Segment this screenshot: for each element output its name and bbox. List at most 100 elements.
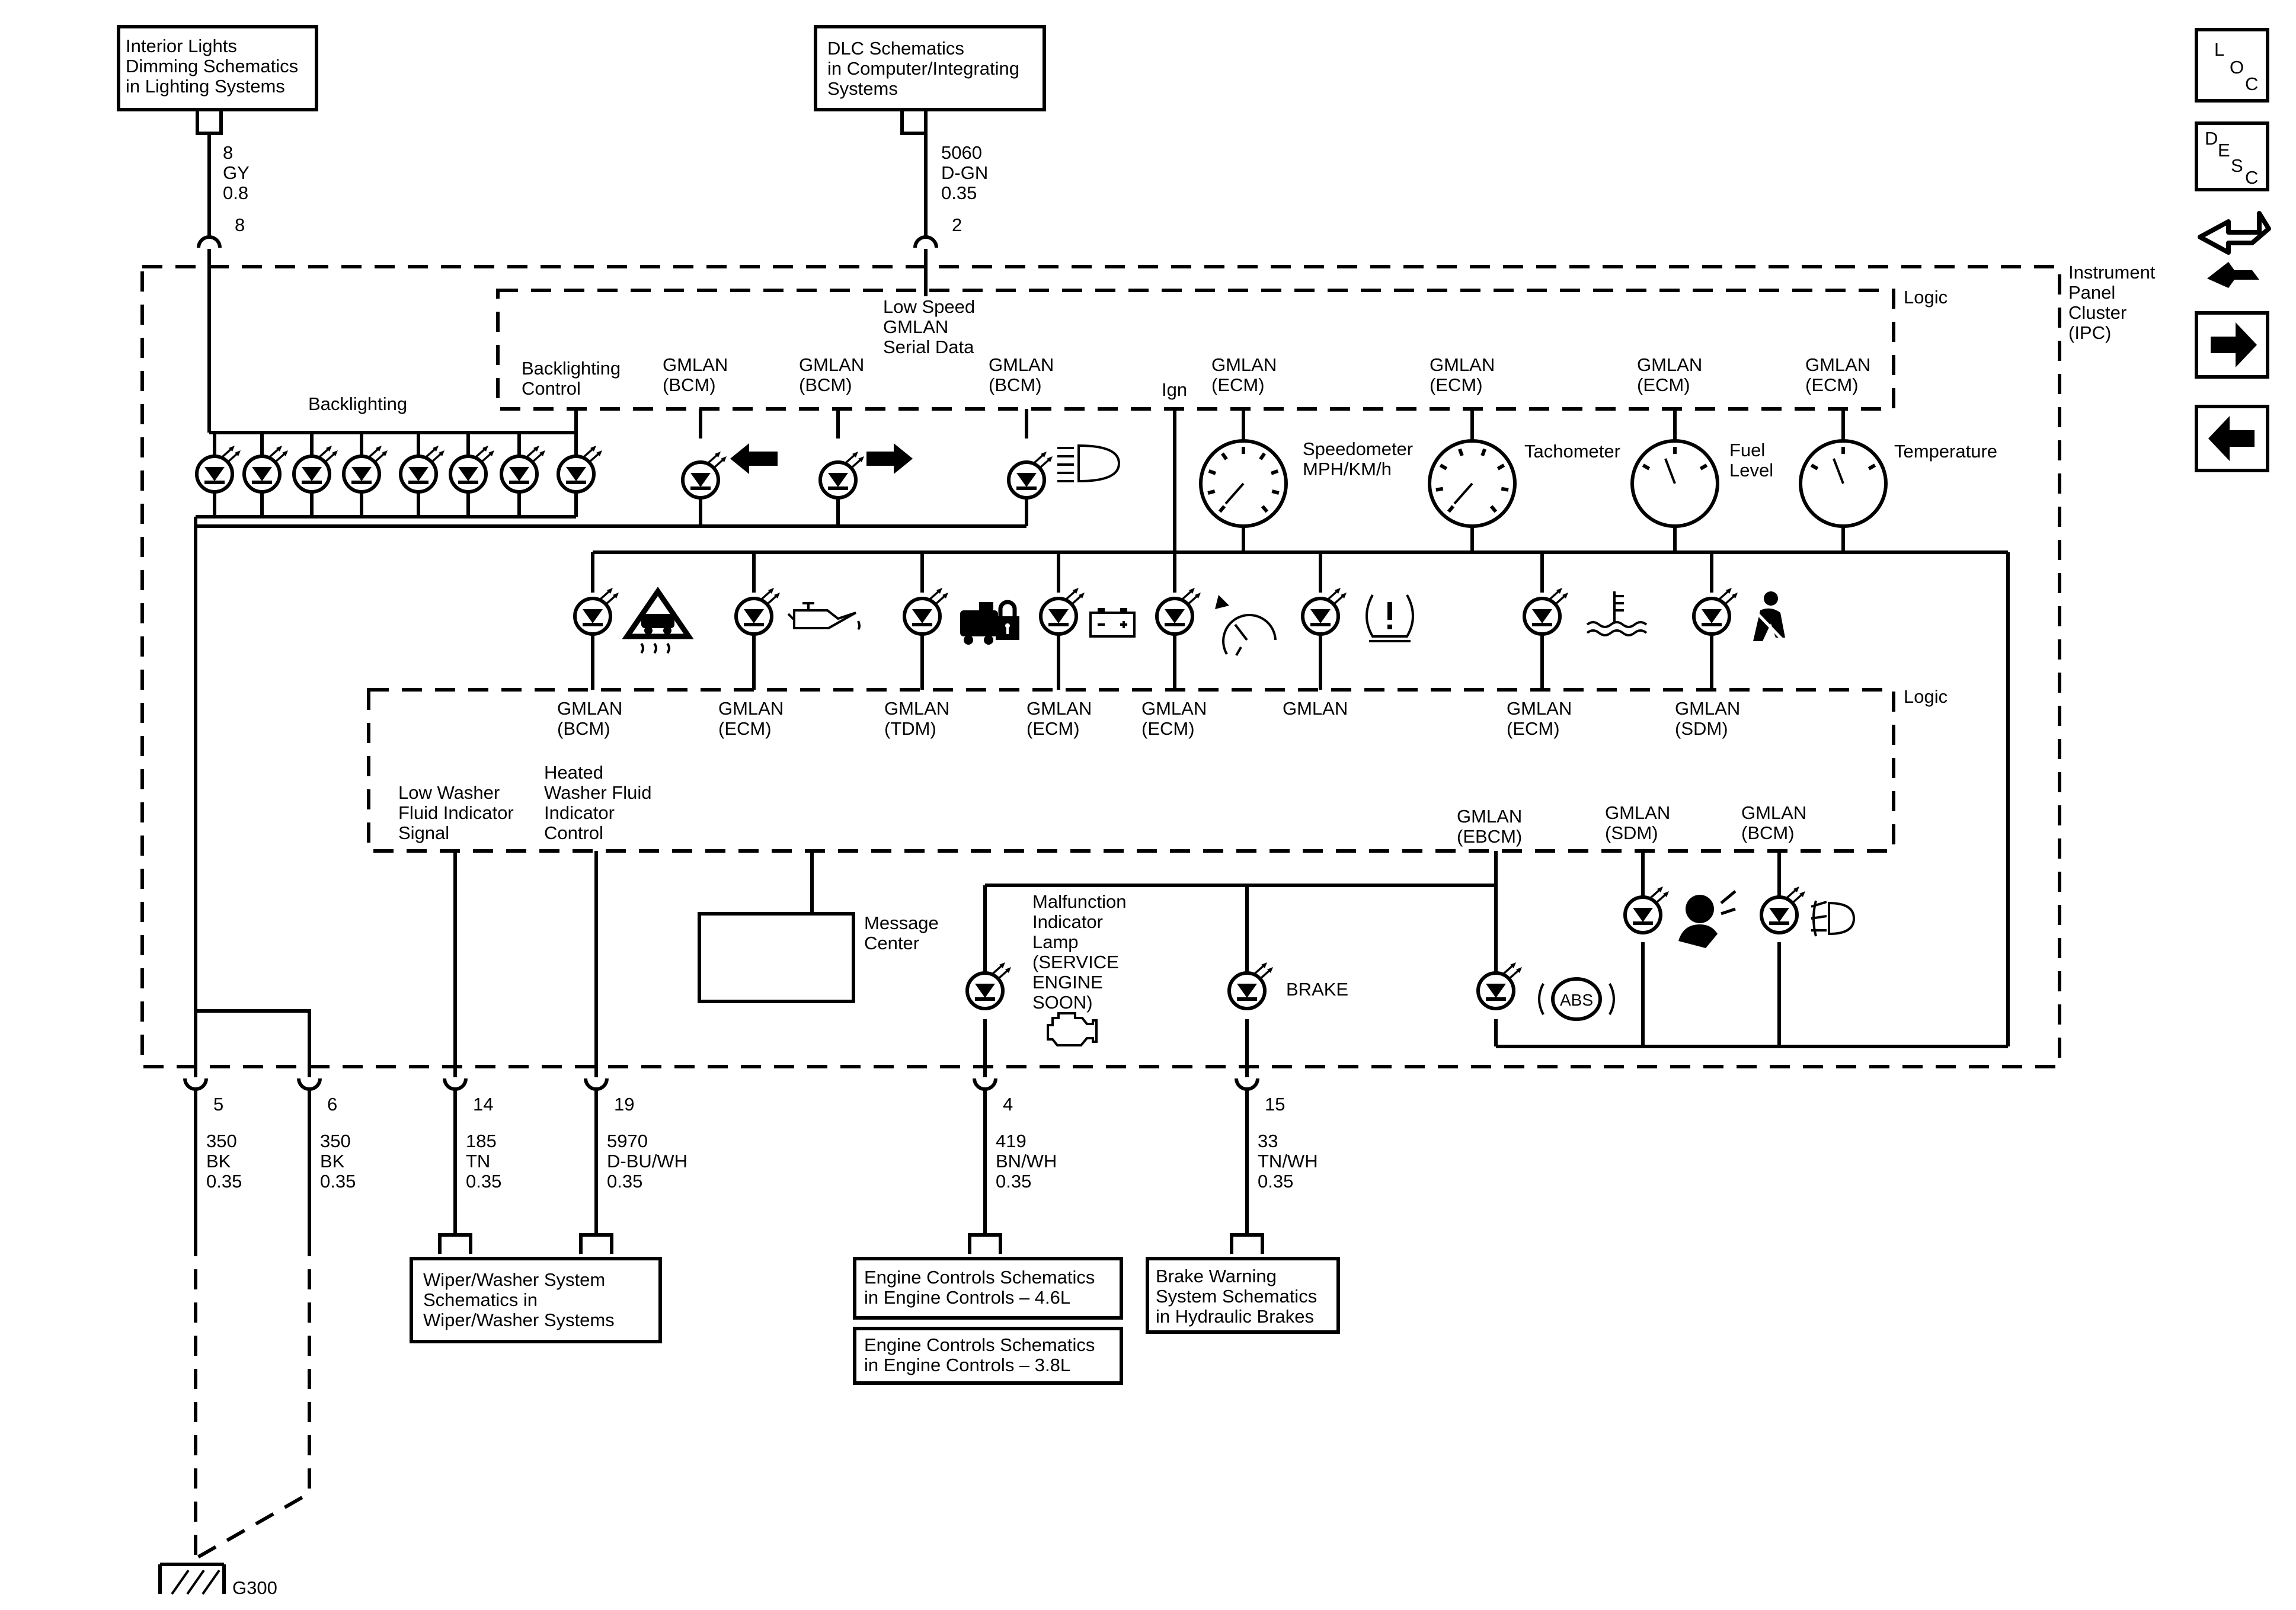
bottom-wire-19-pin: 19 — [614, 1094, 634, 1115]
connector-pin-2 — [913, 235, 938, 248]
fuel-label-line1: Fuel — [1729, 440, 1765, 460]
upper-gmlan-fuel-line1: GMLAN — [1637, 354, 1702, 375]
ground-wire-pin6 — [194, 1236, 311, 1560]
mid-indicator-led-2 — [734, 588, 780, 636]
ref-brake-line1: Brake Warning — [1156, 1266, 1277, 1286]
temperature-gauge — [1799, 409, 1888, 552]
battery-charge-icon — [1089, 608, 1136, 638]
upper-logic-label: Logic — [1904, 287, 1948, 308]
sdm-line1: GMLAN — [1605, 802, 1670, 823]
mid-indicator-led-8 — [1692, 588, 1738, 636]
upper-gmlan-2-line1: GMLAN — [799, 354, 864, 375]
right-turn-led — [818, 452, 864, 500]
backlight-control-line2: Control — [522, 378, 581, 399]
lower-source-4-line1: GMLAN — [1027, 698, 1092, 719]
ground-g300: G300 — [158, 1563, 277, 1598]
mid-indicator-led-6 — [1301, 588, 1347, 636]
bottom-wire-5-color: BK — [206, 1151, 231, 1172]
backlight-led-6 — [449, 446, 494, 494]
pin-8-label: 8 — [235, 215, 245, 235]
upper-gmlan-1-line1: GMLAN — [663, 354, 728, 375]
ref-dlc-line2: in Computer/Integrating — [827, 58, 1019, 79]
security-lock-icon — [960, 600, 1019, 645]
mil-line6: SOON) — [1032, 992, 1093, 1013]
bottom-harness-wires: 5350BK0.356350BK0.3514185TN0.35195970D-B… — [183, 1078, 1318, 1236]
serial-data-line1: Low Speed — [883, 296, 975, 317]
speedometer-label-line1: Speedometer — [1303, 438, 1413, 459]
ref-engine-46[interactable]: Engine Controls Schematics in Engine Con… — [853, 1257, 1123, 1320]
ref-dlc[interactable]: DLC Schematics in Computer/Integrating S… — [814, 25, 1046, 111]
oil-pressure-icon — [787, 602, 861, 630]
tire-pressure-icon — [1366, 594, 1414, 642]
bcm-line1: GMLAN — [1741, 802, 1806, 823]
mil-line2: Indicator — [1032, 911, 1103, 932]
previous-page-button[interactable] — [2195, 405, 2269, 472]
backlight-led-bank — [195, 433, 602, 517]
coolant-temperature-icon — [1586, 591, 1648, 636]
heated-washer-line2: Washer Fluid — [544, 782, 651, 803]
bottom-wire-19-color: D-BU/WH — [607, 1151, 687, 1172]
lower-source-5-line2: (ECM) — [1141, 718, 1195, 739]
seatbelt-icon — [1753, 591, 1785, 641]
next-page-button[interactable] — [2195, 311, 2269, 379]
upper-gmlan-2-line2: (BCM) — [799, 375, 852, 395]
high-beam-icon — [1057, 444, 1121, 483]
left-turn-arrow-icon — [730, 443, 778, 474]
ref-engine-46-line2: in Engine Controls – 4.6L — [864, 1287, 1070, 1308]
ref-wiper[interactable]: Wiper/Washer System Schematics in Wiper/… — [410, 1257, 662, 1343]
right-turn-arrow-icon — [866, 443, 913, 474]
ref-wiper-line2: Schematics in — [423, 1289, 538, 1310]
serial-data-line3: Serial Data — [883, 337, 974, 357]
nav-loc-c: C — [2245, 73, 2258, 94]
wire-5060-size: 0.35 — [941, 183, 977, 203]
message-center-line2: Center — [864, 933, 919, 953]
ipc-label: Instrument Panel Cluster (IPC) — [2068, 262, 2156, 343]
lower-source-8-line1: GMLAN — [1675, 698, 1740, 719]
ref-interior-lights-line3: in Lighting Systems — [126, 76, 285, 97]
lower-logic-box — [367, 688, 1895, 853]
mid-indicator-led-1 — [573, 588, 619, 636]
bottom-wire-15-color: TN/WH — [1258, 1151, 1318, 1172]
backlight-led-7 — [500, 446, 545, 494]
lower-source-3-line1: GMLAN — [884, 698, 949, 719]
wire-8-size: 0.8 — [223, 183, 248, 203]
bottom-wire-5-circuit: 350 — [206, 1131, 237, 1151]
bottom-wire-19-circuit: 5970 — [607, 1131, 648, 1151]
ref-interior-lights-line2: Dimming Schematics — [126, 56, 298, 76]
ref-interior-lights[interactable]: Interior Lights Dimming Schematics in Li… — [117, 25, 318, 111]
speedometer-gauge — [1199, 409, 1288, 552]
speed-limit-gauge-icon — [1215, 595, 1277, 656]
ground-g300-label: G300 — [232, 1577, 277, 1598]
washer-signal-line1: Low Washer — [398, 782, 500, 803]
bottom-wire-5-pin: 5 — [213, 1094, 223, 1115]
ref-engine-38[interactable]: Engine Controls Schematics in Engine Con… — [853, 1327, 1123, 1385]
ref-wiper-line3: Wiper/Washer Systems — [423, 1310, 615, 1330]
serial-data-label: Low Speed GMLAN Serial Data — [883, 296, 975, 357]
mil-label: Malfunction Indicator Lamp (SERVICE ENGI… — [1032, 891, 1127, 1013]
lower-source-8-line2: (SDM) — [1675, 718, 1728, 739]
bottom-wire-14-size: 0.35 — [466, 1171, 501, 1192]
nav-desc-button[interactable]: D E S C — [2195, 121, 2269, 191]
ref-brake-warning[interactable]: Brake Warning System Schematics in Hydra… — [1146, 1257, 1340, 1334]
serial-data-line2: GMLAN — [883, 316, 948, 337]
upper-gmlan-speedo-line2: (ECM) — [1211, 375, 1265, 395]
tachometer-gauge — [1428, 409, 1517, 552]
lower-source-7-line2: (ECM) — [1507, 718, 1560, 739]
lower-source-4-line2: (ECM) — [1027, 718, 1080, 739]
connector-view-icon[interactable] — [2198, 211, 2271, 288]
upper-gmlan-1-line2: (BCM) — [663, 375, 716, 395]
upper-gmlan-fuel-line2: (ECM) — [1637, 375, 1690, 395]
high-beam-led — [1007, 452, 1053, 500]
sdm-line2: (SDM) — [1605, 822, 1658, 843]
ebcm-line2: (EBCM) — [1457, 826, 1522, 847]
lower-source-2-line1: GMLAN — [718, 698, 784, 719]
pin-2-label: 2 — [952, 215, 962, 235]
nav-loc-button[interactable]: L O C — [2195, 28, 2269, 103]
bottom-wire-5-size: 0.35 — [206, 1171, 242, 1192]
ipc-component-boundary — [140, 265, 2061, 1068]
ground-split — [196, 1009, 311, 1077]
upper-gmlan-tach-line2: (ECM) — [1430, 375, 1483, 395]
mil-led — [965, 962, 1011, 1010]
bottom-wire-15-circuit: 33 — [1258, 1131, 1278, 1151]
